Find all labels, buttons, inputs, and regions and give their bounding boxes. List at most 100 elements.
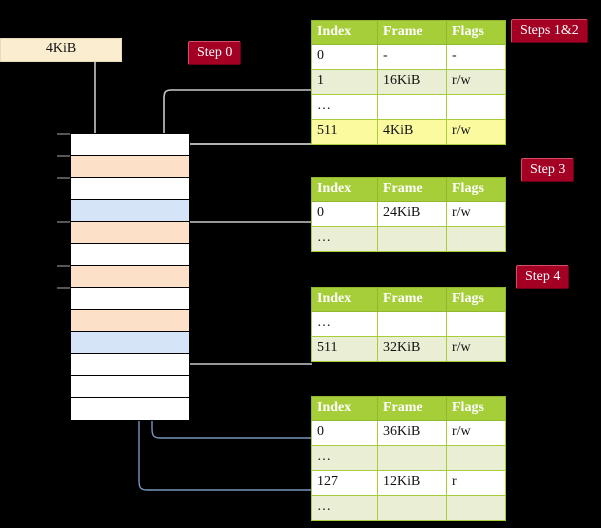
memory-tick-0 [57,133,71,135]
memory-cell-2 [71,178,189,200]
cell-index: … [311,445,378,471]
memory-cell-9 [71,332,189,354]
column-header-flags: Flags [446,287,506,312]
frame-label-text: 4KiB [45,41,77,56]
cell-index: … [311,226,378,252]
cell-index: 1 [311,69,378,95]
physical-memory-column [70,133,190,421]
badge-step-3-label: Step 3 [530,162,566,177]
page-table-2-body: 0 24KiB r/w … [311,201,506,252]
cell-flags [446,495,506,521]
page-table-4-body: 0 36KiB r/w … 127 12KiB r … [311,420,506,521]
cell-index: … [311,311,378,337]
frame-label-4kib: 4KiB [0,38,122,62]
cell-index: 511 [311,336,378,362]
column-header-flags: Flags [446,177,506,202]
cell-flags: r/w [446,119,506,145]
cell-frame: 16KiB [377,69,447,95]
column-header-index: Index [311,396,378,421]
cell-index: 127 [311,470,378,496]
cell-index: 0 [311,201,378,227]
cell-index: … [311,94,378,120]
table-header-row: Index Frame Flags [311,177,506,202]
table-row-highlighted: 511 4KiB r/w [311,119,506,145]
cell-frame: 36KiB [377,420,447,446]
column-header-frame: Frame [377,20,447,45]
column-header-frame: Frame [377,177,447,202]
table-row: 0 24KiB r/w [311,201,506,227]
table-row: 127 12KiB r [311,470,506,496]
cell-flags [446,445,506,471]
memory-cell-1 [71,156,189,178]
cell-flags: r/w [446,201,506,227]
table-header-row: Index Frame Flags [311,396,506,421]
table-row: 511 32KiB r/w [311,336,506,362]
cell-frame: - [377,44,447,70]
memory-cell-6 [71,266,189,288]
cell-frame: 24KiB [377,201,447,227]
table-row: … [311,311,506,337]
memory-cell-10 [71,354,189,376]
page-table-3: Index Frame Flags … 511 32KiB r/w [311,287,506,362]
badge-step-0-label: Step 0 [197,45,233,60]
memory-tick-5 [57,287,71,289]
table-row: … [311,445,506,471]
column-header-index: Index [311,177,378,202]
table-row: … [311,495,506,521]
cell-frame [377,226,447,252]
cell-flags: r/w [446,336,506,362]
cell-frame [377,311,447,337]
column-header-flags: Flags [446,396,506,421]
cell-frame: 12KiB [377,470,447,496]
memory-tick-4 [57,265,71,267]
page-table-1: Index Frame Flags 0 - - 1 16KiB r/w … [311,20,506,145]
cell-flags [446,226,506,252]
memory-cell-7 [71,288,189,310]
column-header-index: Index [311,20,378,45]
memory-tick-1 [57,155,71,157]
cell-frame [377,94,447,120]
cell-flags: r/w [446,69,506,95]
cell-index: 0 [311,420,378,446]
page-table-1-body: 0 - - 1 16KiB r/w … 511 4KiB r/w [311,44,506,145]
memory-cell-11 [71,376,189,398]
cell-flags: r [446,470,506,496]
cell-index: … [311,495,378,521]
table-row: 0 - - [311,44,506,70]
cell-frame: 4KiB [377,119,447,145]
table-row: 0 36KiB r/w [311,420,506,446]
memory-cell-12 [71,398,189,420]
cell-flags: r/w [446,420,506,446]
cell-index: 0 [311,44,378,70]
memory-tick-3 [57,221,71,223]
page-table-4: Index Frame Flags 0 36KiB r/w … 127 12Ki… [311,396,506,521]
page-table-3-body: … 511 32KiB r/w [311,311,506,362]
badge-step-4-label: Step 4 [525,269,561,284]
badge-step-0: Step 0 [188,41,242,65]
badge-step-4: Step 4 [516,265,570,289]
table-row: 1 16KiB r/w [311,69,506,95]
column-header-flags: Flags [446,20,506,45]
memory-tick-2 [57,177,71,179]
table-header-row: Index Frame Flags [311,287,506,312]
cell-flags: - [446,44,506,70]
table-header-row: Index Frame Flags [311,20,506,45]
memory-cell-0 [71,134,189,156]
badge-steps-1-2-label: Steps 1&2 [520,23,579,38]
badge-steps-1-2: Steps 1&2 [511,19,588,43]
memory-cell-3 [71,200,189,222]
cell-flags [446,311,506,337]
table-row: … [311,226,506,252]
column-header-index: Index [311,287,378,312]
column-header-frame: Frame [377,287,447,312]
cell-flags [446,94,506,120]
memory-cell-5 [71,244,189,266]
cell-index: 511 [311,119,378,145]
badge-step-3: Step 3 [521,158,575,182]
memory-cell-8 [71,310,189,332]
table-row: … [311,94,506,120]
column-header-frame: Frame [377,396,447,421]
cell-frame [377,445,447,471]
cell-frame [377,495,447,521]
